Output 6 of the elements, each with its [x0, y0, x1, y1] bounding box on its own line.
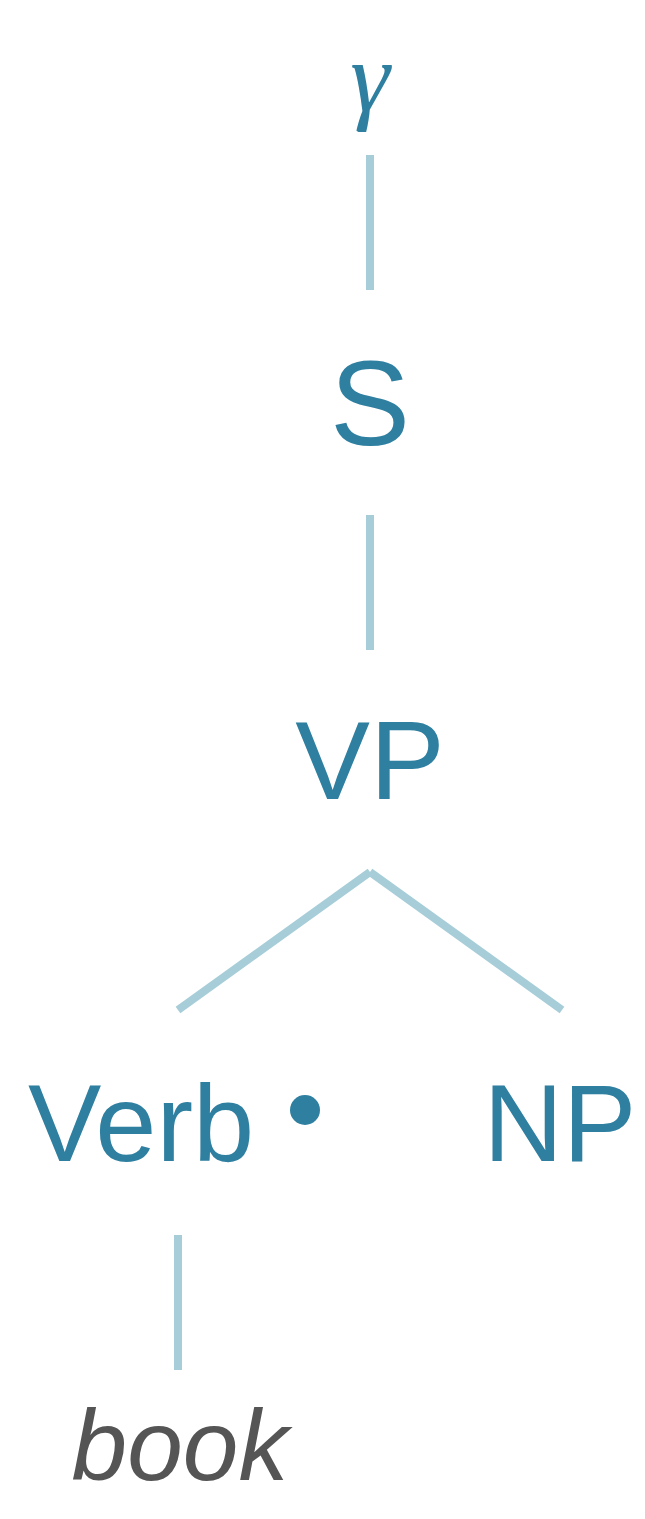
tree-branch [367, 868, 565, 1014]
category-label: VP [295, 705, 445, 817]
category-label: NP [483, 1067, 637, 1178]
category-label: S [329, 342, 410, 463]
tree-branch [175, 868, 373, 1014]
category-label: Verb [28, 1067, 255, 1178]
